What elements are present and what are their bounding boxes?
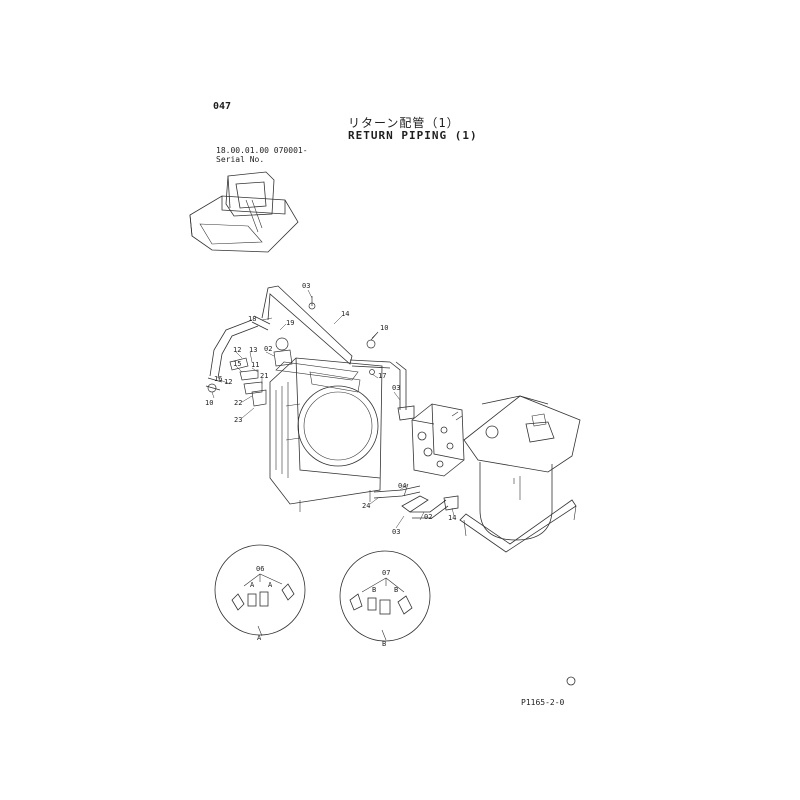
callout-label: 02 [424,513,432,521]
hydraulic-tank [459,395,581,553]
page-number: 047 [213,101,232,112]
title-english: RETURN PIPING (1) [348,129,478,142]
callout-label: 24 [362,502,370,510]
callout-label: 18 [248,315,256,323]
detail-marker-b-2: B [394,586,398,594]
callout-label: 12 [224,378,232,386]
callout-label: 03 [392,528,400,536]
callout-labels: 03 18 19 14 10 12 13 02 15 11 21 16 10 2… [205,282,456,648]
callout-label: 07 [382,569,390,577]
callout-label: 14 [448,514,456,522]
callout-label: 11 [251,361,259,369]
reference-code: P1165-2-0 [521,698,565,707]
control-valve [411,403,465,477]
return-pipe [205,285,391,391]
callout-label: 10 [380,324,388,332]
lower-hose [373,483,459,519]
callout-label: 19 [286,319,294,327]
detail-view-b [339,550,431,642]
radiator-assembly [269,357,383,512]
callout-label: 12 [233,346,241,354]
callout-label: 03 [302,282,310,290]
excavator-thumbnail [189,171,299,253]
callout-label: 10 [205,399,213,407]
callout-label: 23 [234,416,242,424]
callout-label: 14 [341,310,349,318]
detail-label-b: B [382,640,386,648]
callout-label: 21 [260,372,268,380]
callout-label: 04 [398,482,406,490]
serial-range: 18.00.01.00 070001- [216,146,308,155]
callout-label: 02 [264,345,272,353]
callout-label: 17 [378,372,386,380]
revision-circle [566,676,576,686]
detail-marker-a-2: A [268,581,273,589]
detail-marker-b: B [372,586,376,594]
callout-label: 03 [392,384,400,392]
serial-label: Serial No. [216,155,265,164]
detail-marker-a: A [250,581,255,589]
detail-view-a [214,544,306,637]
title-japanese: リターン配管（1） [348,116,460,130]
detail-label-a: A [257,634,262,642]
leader-lines [211,289,455,529]
callout-label: 15 [233,360,241,368]
callout-label: 22 [234,399,242,407]
callout-label: 06 [256,565,264,573]
callout-label: 16 [214,375,222,383]
callout-label: 13 [249,346,257,354]
